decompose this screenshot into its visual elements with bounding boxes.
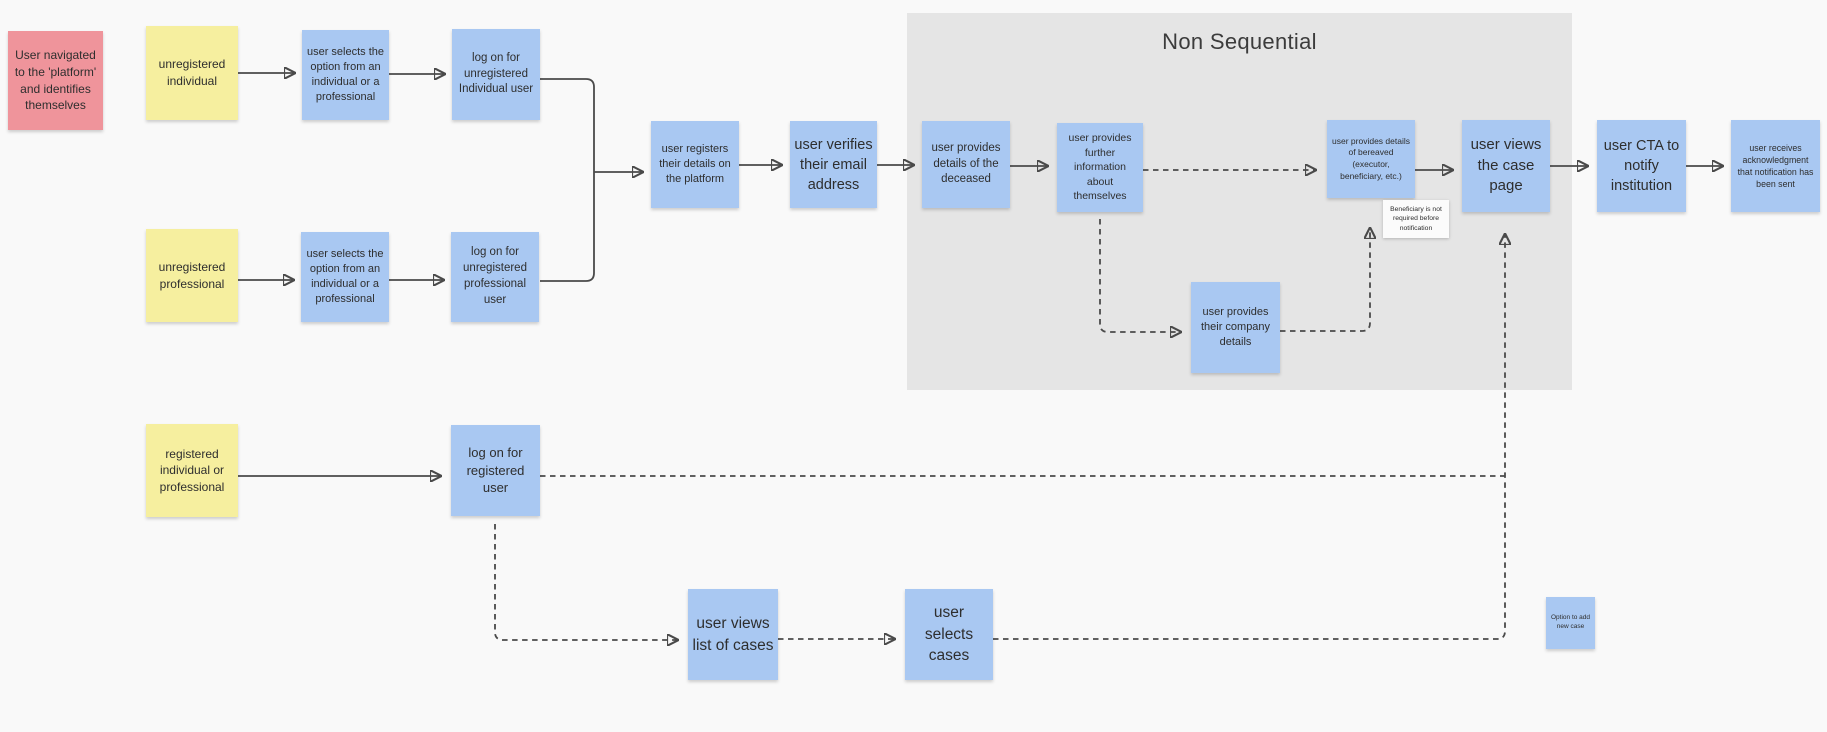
note-further-information[interactable]: user provides further information about … <box>1057 123 1143 212</box>
connector-selects-cases-to-case-page[interactable] <box>993 235 1505 640</box>
note-verifies-email[interactable]: user verifies their email address <box>790 121 877 208</box>
note-details-deceased[interactable]: user provides details of the deceased <box>922 121 1010 208</box>
connector-logon-merge-bracket[interactable] <box>540 78 595 282</box>
note-logon-unregistered-individual[interactable]: log on for unregistered Individual user <box>452 29 540 120</box>
note-views-list-cases[interactable]: user views list of cases <box>688 589 778 680</box>
note-registered-individual-or-professional[interactable]: registered individual or professional <box>146 424 238 517</box>
note-registers-details[interactable]: user registers their details on the plat… <box>651 121 739 208</box>
note-logon-registered[interactable]: log on for registered user <box>451 425 540 516</box>
connector-company-to-bereaved[interactable] <box>1280 229 1370 332</box>
connector-logon-registered-to-views-list[interactable] <box>494 524 677 640</box>
note-option-add-case[interactable]: Option to add new case <box>1546 597 1595 649</box>
note-logon-unregistered-professional[interactable]: log on for unregistered professional use… <box>451 232 539 322</box>
non-sequential-label: Non Sequential <box>1162 29 1317 54</box>
note-start[interactable]: User navigated to the 'platform' and ide… <box>8 31 103 130</box>
note-unregistered-individual[interactable]: unregistered individual <box>146 26 238 120</box>
connector-further-info-to-company[interactable] <box>1099 219 1180 332</box>
note-selects-cases[interactable]: user selects cases <box>905 589 993 680</box>
note-unregistered-professional[interactable]: unregistered professional <box>146 229 238 322</box>
note-cta-notify[interactable]: user CTA to notify institution <box>1597 120 1686 212</box>
note-receives-acknowledgment[interactable]: user receives acknowledgment that notifi… <box>1731 120 1820 212</box>
note-beneficiary[interactable]: Beneficiary is not required before notif… <box>1383 200 1449 238</box>
note-views-case-page[interactable]: user views the case page <box>1462 120 1550 212</box>
note-select-option-professional[interactable]: user selects the option from an individu… <box>301 232 389 322</box>
note-select-option-individual[interactable]: user selects the option from an individu… <box>302 30 389 120</box>
note-details-bereaved[interactable]: user provides details of bereaved (execu… <box>1327 120 1415 198</box>
note-company-details[interactable]: user provides their company details <box>1191 282 1280 373</box>
